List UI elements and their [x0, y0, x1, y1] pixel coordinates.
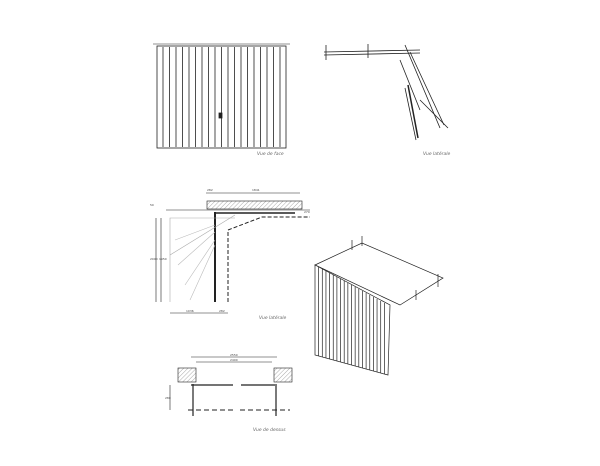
door-handle: [218, 112, 223, 119]
door-slats: [162, 47, 281, 147]
top-view-caption: Vue de dessus: [253, 427, 286, 433]
dim-depth: 280: [165, 396, 171, 400]
dim-height-outer: 2000: [150, 257, 158, 261]
dim-top-right: 1841: [252, 188, 260, 192]
front-view: [153, 43, 290, 149]
door-panel: [156, 45, 287, 149]
dim-inner-width: 2400: [230, 358, 238, 362]
dim-small: 50: [150, 203, 154, 207]
dim-top-left: 282: [207, 188, 213, 192]
top-view: [169, 356, 293, 416]
perspective-view: [314, 236, 444, 376]
dim-height-inner: 1950: [159, 257, 167, 261]
side-view-mechanism: [323, 44, 449, 141]
dim-bottom-right: 282: [219, 309, 225, 313]
dim-outer-width: 2550: [230, 353, 238, 357]
dim-bottom-left: 1036: [186, 309, 194, 313]
side-view-dim-caption: Vue latérale: [259, 314, 286, 321]
side-view-caption: Vue latérale: [423, 150, 450, 157]
front-view-caption: Vue de face: [257, 151, 284, 157]
dim-right: 270: [304, 210, 310, 214]
side-view-dimensioned: [155, 192, 310, 314]
